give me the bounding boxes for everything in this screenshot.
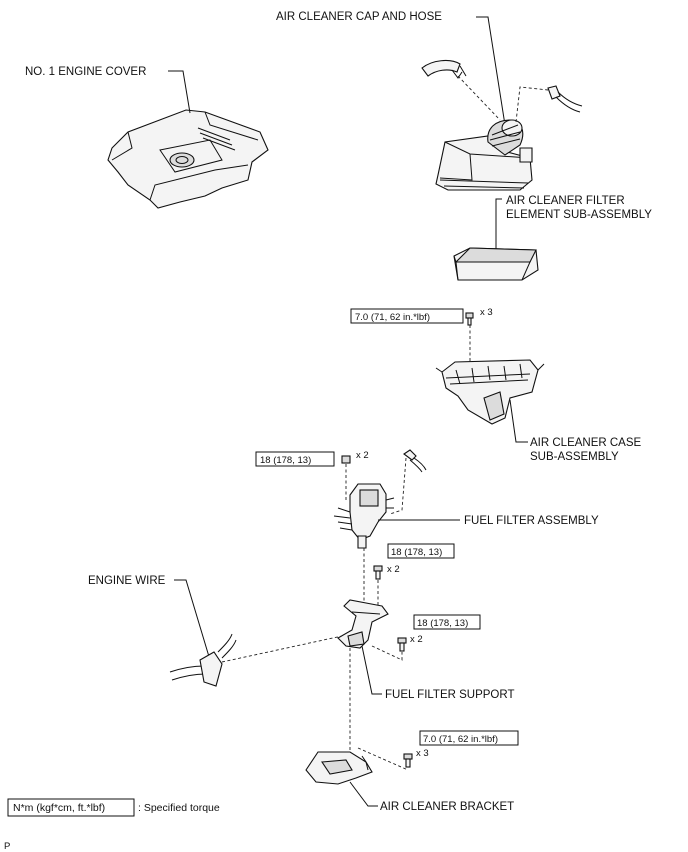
fuel-filter-bolt-qty: x 2 xyxy=(387,564,400,575)
breather-hose-right-illustration xyxy=(547,85,583,113)
air-cleaner-bracket-bolt-icon xyxy=(403,753,413,768)
corner-mark: P xyxy=(4,841,10,852)
air-cleaner-bracket-illustration xyxy=(305,751,373,785)
fuel-filter-support-illustration xyxy=(337,599,389,649)
fuel-filter-bolt-torque-box xyxy=(387,543,455,559)
air-cleaner-cap-and-hose-label: AIR CLEANER CAP AND HOSE xyxy=(276,11,442,23)
fuel-hose-illustration xyxy=(403,449,427,473)
torque-legend-units: N*m (kgf*cm, ft.*lbf) xyxy=(13,802,105,814)
torque-legend-box xyxy=(7,798,135,817)
engine-wire-label: ENGINE WIRE xyxy=(88,575,166,587)
no1-engine-cover-leader xyxy=(168,70,191,114)
engine-wire-leader xyxy=(174,579,211,661)
fuel-filter-support-leader xyxy=(361,645,382,695)
fuel-filter-assembly-label: FUEL FILTER ASSEMBLY xyxy=(464,515,599,527)
air-cleaner-case-torque-box xyxy=(350,308,464,324)
torque-legend-description: : Specified torque xyxy=(138,802,220,814)
air-cleaner-case-illustration xyxy=(435,359,545,425)
fuel-filter-support-torque-value: 18 (178, 13) xyxy=(417,618,468,629)
fuel-filter-support-bolt-qty: x 2 xyxy=(410,634,423,645)
fuel-filter-nut-icon xyxy=(341,455,351,464)
support-bolt-guide xyxy=(371,645,403,661)
fuel-filter-bolt-icon xyxy=(373,565,383,580)
fuel-filter-assembly-illustration xyxy=(333,483,395,549)
fuel-filter-nut-torque-box xyxy=(255,451,335,467)
breather-hose-left-illustration xyxy=(421,59,467,79)
air-cleaner-case-bolt-qty: x 3 xyxy=(480,307,493,318)
air-cleaner-cap-illustration xyxy=(435,119,533,191)
filter-element-leader xyxy=(495,198,502,255)
bracket-bolt-guide xyxy=(357,747,409,771)
air-cleaner-bracket-torque-value: 7.0 (71, 62 in.*lbf) xyxy=(423,734,498,745)
engine-wire-guide xyxy=(221,635,343,663)
fuel-filter-support-label: FUEL FILTER SUPPORT xyxy=(385,689,515,701)
air-cleaner-cap-leader xyxy=(476,16,506,126)
filter-element-label-line1: AIR CLEANER FILTER xyxy=(506,195,625,207)
fuel-filter-nut-qty: x 2 xyxy=(356,450,369,461)
air-cleaner-case-label-line2: SUB-ASSEMBLY xyxy=(530,451,619,463)
no1-engine-cover-illustration xyxy=(107,109,269,209)
air-cleaner-filter-element-illustration xyxy=(453,247,539,281)
air-cleaner-case-label-line1: AIR CLEANER CASE xyxy=(530,437,642,449)
air-cleaner-case-leader xyxy=(509,399,528,443)
no1-engine-cover-label: NO. 1 ENGINE COVER xyxy=(25,66,146,78)
fuel-filter-nut-torque-value: 18 (178, 13) xyxy=(260,455,311,466)
air-cleaner-case-bolt-icon xyxy=(465,312,474,326)
air-cleaner-bracket-leader xyxy=(349,781,378,807)
fuel-filter-support-bolt-icon xyxy=(397,637,407,652)
filter-element-label-line2: ELEMENT SUB-ASSEMBLY xyxy=(506,209,652,221)
engine-wire-clamp-illustration xyxy=(169,633,237,687)
fuel-filter-support-torque-box xyxy=(413,614,481,630)
fuel-hose-guide xyxy=(389,457,407,515)
air-cleaner-bracket-bolt-qty: x 3 xyxy=(416,748,429,759)
cap-hose-right-guide xyxy=(515,86,549,123)
fuel-filter-bolt-torque-value: 18 (178, 13) xyxy=(391,547,442,558)
cap-hose-left-guide xyxy=(457,75,501,121)
air-cleaner-bracket-label: AIR CLEANER BRACKET xyxy=(380,801,514,813)
air-cleaner-bracket-torque-box xyxy=(419,730,519,746)
air-cleaner-case-torque-value: 7.0 (71, 62 in.*lbf) xyxy=(355,312,430,323)
